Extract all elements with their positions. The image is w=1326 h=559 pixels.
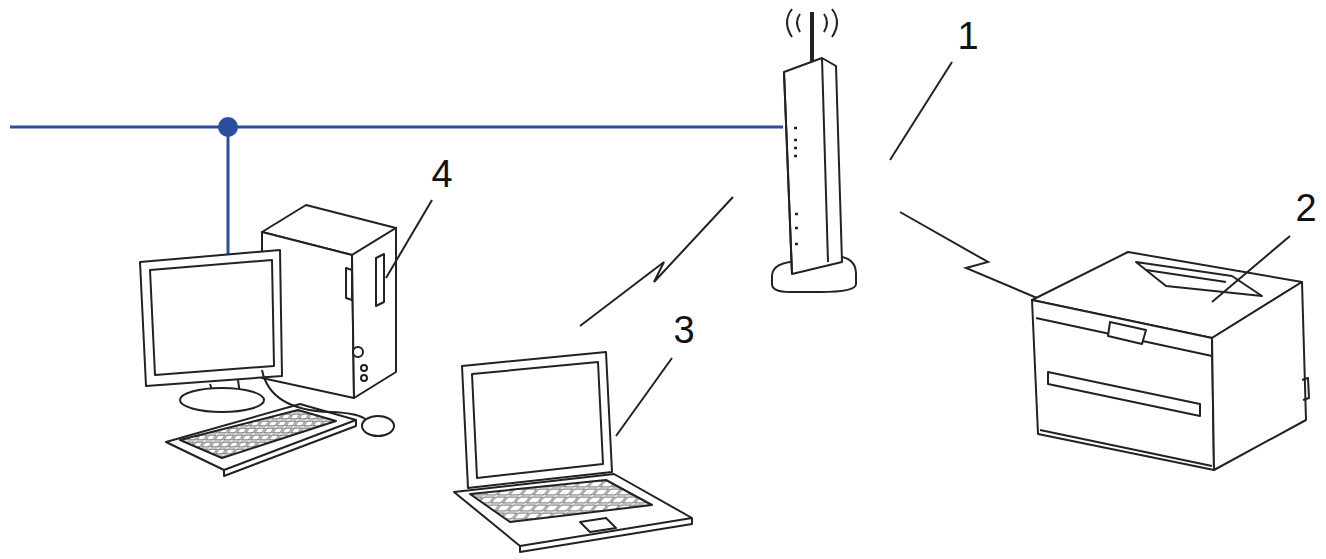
leader-line: [386, 62, 1290, 436]
callout-number: 4: [431, 155, 452, 193]
laptop: [454, 352, 692, 552]
desktop-computer: [140, 205, 396, 476]
callout-number: 3: [673, 311, 694, 349]
printer: [1032, 252, 1309, 470]
router: [772, 9, 856, 292]
wireless-signal: [580, 197, 1056, 326]
callout-number: 2: [1295, 189, 1316, 227]
callout-number: 1: [957, 17, 978, 55]
